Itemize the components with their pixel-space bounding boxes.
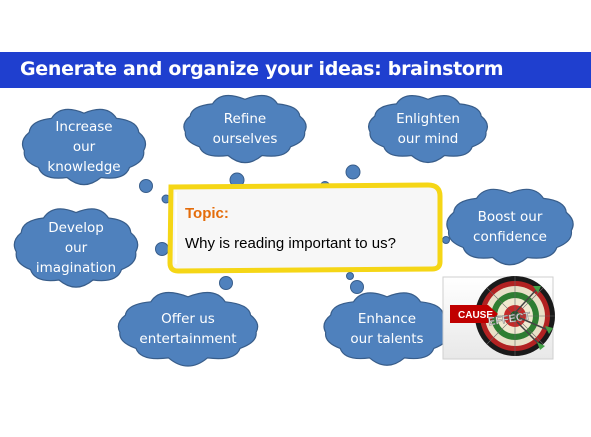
thought-dot	[442, 236, 450, 244]
cloud-text-line: our mind	[398, 131, 459, 147]
topic-box: Topic: Why is reading important to us?	[167, 182, 443, 274]
cause-sign-label: CAUSE	[458, 310, 493, 321]
cloud-text-line: Refine	[224, 111, 266, 127]
title-bar: Generate and organize your ideas: brains…	[0, 52, 591, 88]
cloud-shape	[446, 188, 574, 266]
thought-dot	[139, 179, 153, 193]
idea-cloud-confidence: Boost our confidence	[446, 188, 574, 266]
idea-cloud-knowledge: Increase our knowledge	[21, 108, 147, 186]
cloud-text-line: Develop	[48, 220, 104, 236]
thought-dot	[345, 164, 361, 180]
dart-arrows	[513, 286, 553, 350]
thought-dot	[155, 242, 169, 256]
dartboard-picture: CAUSE EFFECT	[442, 276, 555, 360]
cloud-text-line: our talents	[350, 331, 423, 347]
idea-cloud-refine: Refine ourselves	[183, 94, 307, 164]
cloud-shape	[183, 94, 307, 164]
thought-dot	[219, 276, 233, 290]
cloud-text-line: Increase	[55, 119, 112, 135]
cloud-shape	[13, 208, 139, 288]
cloud-shape	[21, 108, 147, 186]
cloud-text-line: confidence	[473, 229, 547, 245]
cloud-text-line: ourselves	[213, 131, 278, 147]
idea-cloud-imagination: Develop our imagination	[13, 208, 139, 288]
cloud-shape	[117, 291, 259, 367]
dartboard-icon	[475, 276, 555, 356]
topic-question: Why is reading important to us?	[185, 235, 396, 252]
thought-dot	[350, 280, 364, 294]
cloud-text-line: Offer us	[161, 311, 215, 327]
cloud-text-line: Enhance	[358, 311, 416, 327]
cloud-shape	[323, 292, 451, 366]
cloud-shape	[368, 95, 488, 164]
cloud-text-line: our	[73, 139, 96, 155]
cloud-text-line: Enlighten	[396, 111, 460, 127]
cloud-text-line: knowledge	[47, 159, 120, 175]
slide-title: Generate and organize your ideas: brains…	[20, 58, 504, 80]
topic-label: Topic:	[185, 205, 229, 222]
thought-dot	[346, 272, 354, 280]
idea-cloud-talents: Enhance our talents	[323, 292, 451, 366]
cloud-text-line: our	[65, 240, 88, 256]
idea-clouds: Increase our knowledge Refine ourselves Enlig…	[13, 94, 574, 367]
cause-sign: CAUSE	[450, 305, 498, 323]
idea-cloud-entertainment: Offer us entertainment	[117, 291, 259, 367]
cloud-text-line: imagination	[36, 260, 116, 276]
cloud-text-line: Boost our	[478, 209, 543, 225]
cloud-text-line: entertainment	[139, 331, 236, 347]
idea-cloud-enlighten: Enlighten our mind	[368, 95, 488, 164]
